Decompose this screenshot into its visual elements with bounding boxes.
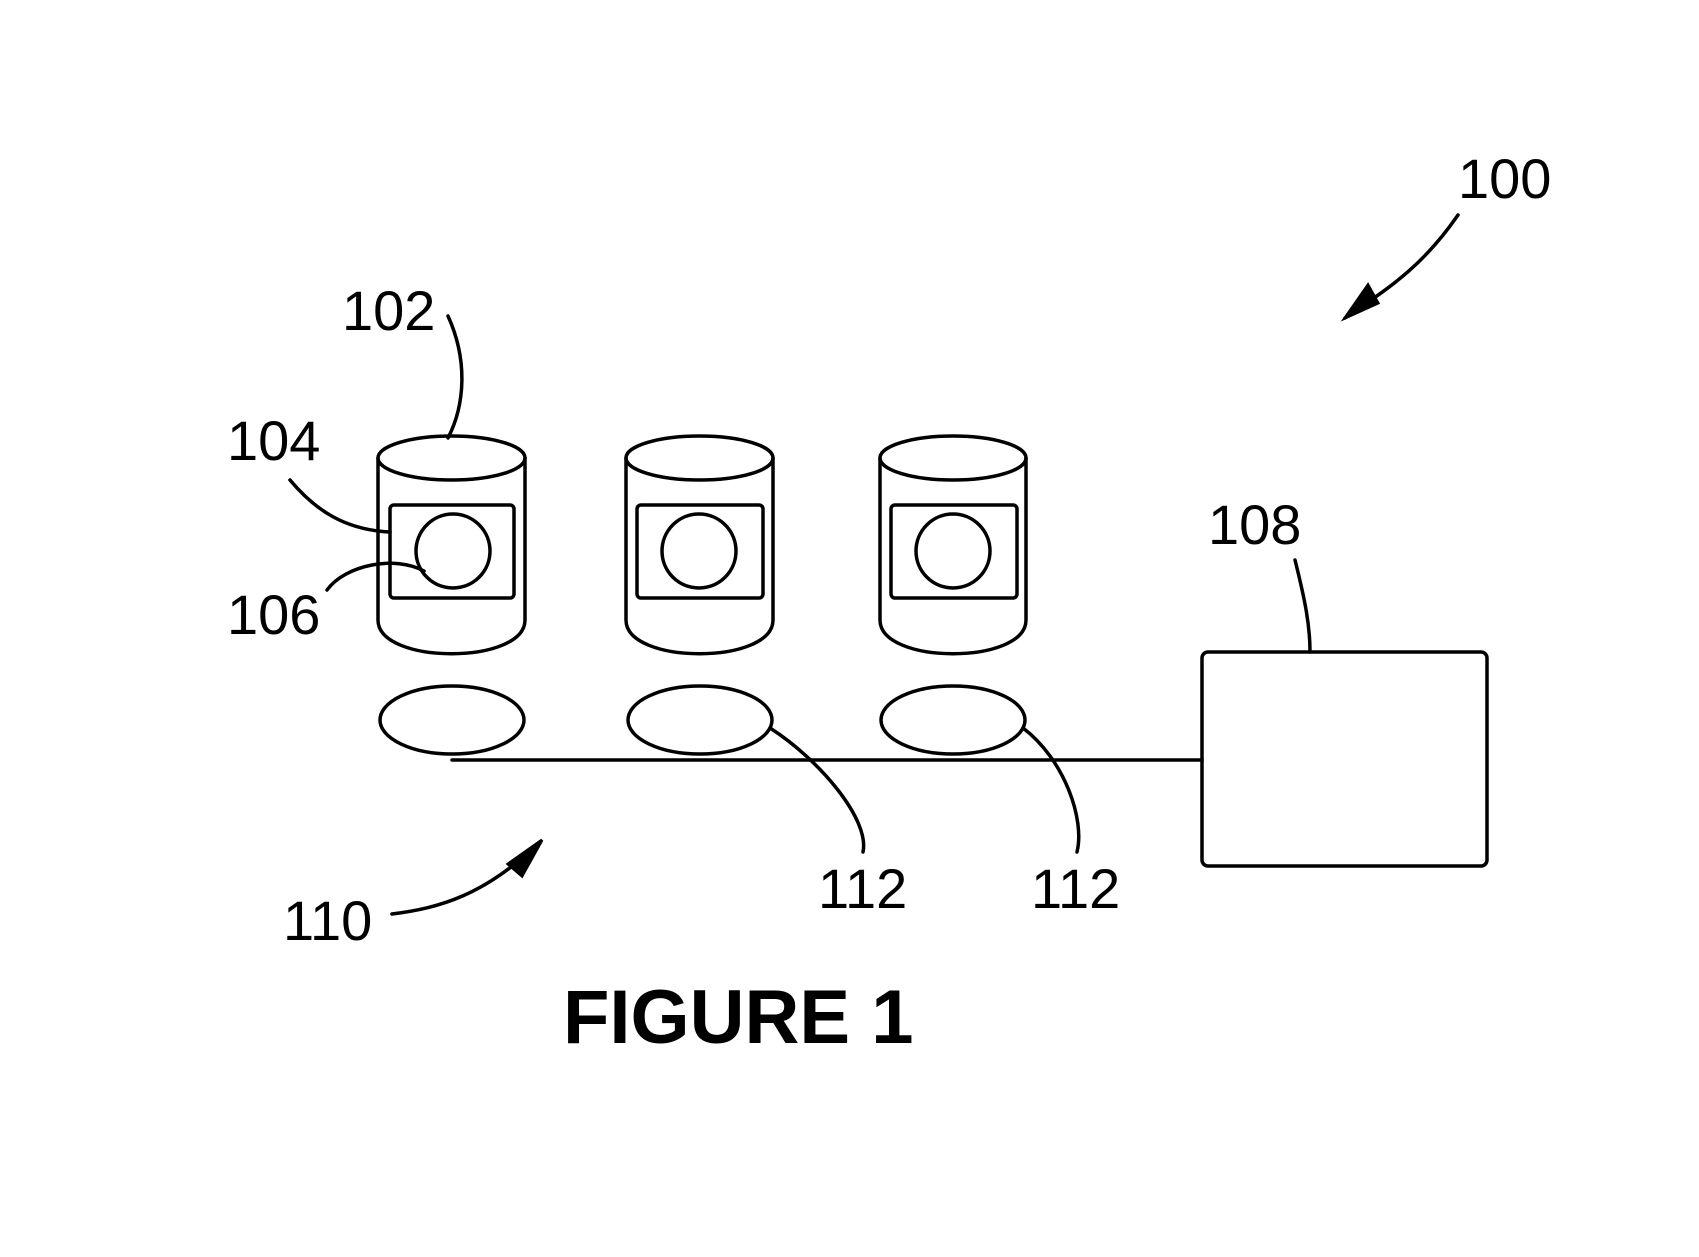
arrowhead-100	[1340, 282, 1381, 322]
figure-caption: FIGURE 1	[563, 975, 914, 1060]
container-2-body	[624, 456, 775, 656]
container-1-top	[376, 434, 527, 482]
label-102: 102	[342, 279, 435, 342]
container-2-top	[624, 434, 775, 482]
antenna-3	[879, 684, 1027, 756]
label-108: 108	[1208, 493, 1301, 556]
tag-2-element	[660, 512, 738, 590]
antenna-2	[626, 684, 774, 756]
leader-110	[390, 840, 542, 916]
label-106: 106	[227, 583, 320, 646]
label-100: 100	[1458, 147, 1551, 210]
label-112-b: 112	[1031, 857, 1120, 920]
leader-112-b	[1021, 726, 1081, 854]
leader-108	[1293, 558, 1312, 654]
leader-112-a	[768, 726, 866, 854]
container-1	[376, 434, 527, 656]
tag-2	[635, 503, 765, 600]
tag-3-element	[914, 512, 992, 590]
leader-102	[446, 314, 464, 440]
antenna-1	[378, 684, 526, 756]
tag-1-element	[414, 512, 492, 590]
tag-1	[388, 503, 516, 600]
label-110: 110	[283, 889, 372, 952]
container-3-top	[878, 434, 1028, 482]
container-3-body	[878, 456, 1028, 656]
leader-106	[325, 561, 426, 592]
container-1-body	[376, 456, 527, 656]
leader-104	[288, 478, 392, 534]
label-104: 104	[227, 409, 320, 472]
arrowhead-110	[505, 838, 544, 879]
container-2	[624, 434, 775, 656]
reader-box	[1200, 650, 1489, 868]
tag-3	[889, 503, 1019, 600]
label-112-a: 112	[818, 857, 907, 920]
container-3	[878, 434, 1028, 656]
